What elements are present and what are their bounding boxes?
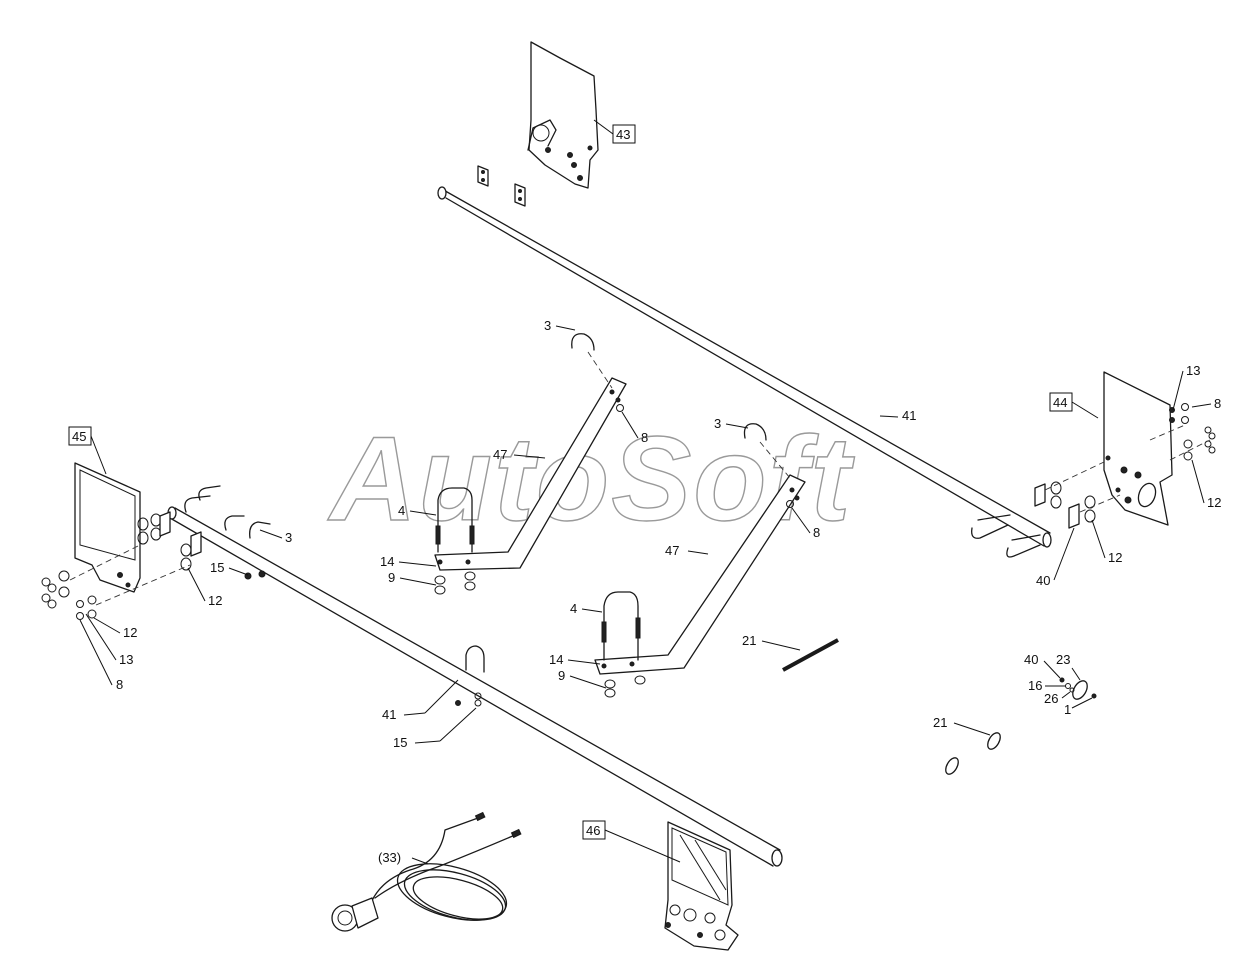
- callout-3: 3: [544, 318, 551, 333]
- svg-text:44: 44: [1053, 395, 1067, 410]
- lower-crossbar-tube: [167, 506, 783, 867]
- rod-21: [782, 638, 839, 672]
- u-bolt-41-lower: [455, 645, 485, 707]
- callout-43: 43: [593, 119, 636, 144]
- callout-3: 3: [285, 530, 292, 545]
- callout-9: 9: [558, 668, 565, 683]
- callout-12: 12: [208, 593, 222, 608]
- callout-12: 12: [1108, 550, 1122, 565]
- callout-14: 14: [380, 554, 394, 569]
- reflector-parts: [945, 677, 1097, 775]
- callout-3: 3: [714, 416, 721, 431]
- callout-8: 8: [1214, 396, 1221, 411]
- callout-15: 15: [393, 735, 407, 750]
- callout-8: 8: [116, 677, 123, 692]
- callout-13: 13: [1186, 363, 1200, 378]
- callout-15: 15: [210, 560, 224, 575]
- callout-8: 8: [813, 525, 820, 540]
- bracket-47-lower: [594, 423, 806, 698]
- mudflap-44: [971, 371, 1216, 558]
- callout-40: 40: [1036, 573, 1050, 588]
- callout-41: 41: [382, 707, 396, 722]
- callout-14: 14: [549, 652, 563, 667]
- callout-1: 1: [1064, 702, 1071, 717]
- callout-46: 46: [582, 820, 681, 863]
- callout-45: 45: [68, 426, 107, 475]
- callout-41: 41: [902, 408, 916, 423]
- callout-4: 4: [398, 503, 405, 518]
- svg-text:46: 46: [586, 823, 600, 838]
- callout-33: (33): [378, 850, 401, 865]
- callout-12: 12: [123, 625, 137, 640]
- callout-47: 47: [493, 447, 507, 462]
- callout-21: 21: [742, 633, 756, 648]
- callout-23: 23: [1056, 652, 1070, 667]
- upper-crossbar-tube: [437, 186, 1052, 548]
- mudflap-46: [664, 821, 739, 951]
- callout-21: 21: [933, 715, 947, 730]
- callout-47: 47: [665, 543, 679, 558]
- callout-13: 13: [119, 652, 133, 667]
- callout-16: 16: [1028, 678, 1042, 693]
- cable-harness-33: [331, 811, 522, 932]
- callout-8: 8: [641, 430, 648, 445]
- callout-44: 44: [1049, 392, 1099, 419]
- mudflap-43: [477, 41, 599, 207]
- callout-labels: 3 3 3 8 8 8 8 41 41 47 47 13 13 12 12 12…: [79, 318, 1221, 865]
- callout-26: 26: [1044, 691, 1058, 706]
- mudflap-45: [41, 462, 271, 620]
- callout-12: 12: [1207, 495, 1221, 510]
- svg-text:43: 43: [616, 127, 630, 142]
- callout-4: 4: [570, 601, 577, 616]
- callout-40: 40: [1024, 652, 1038, 667]
- callout-9: 9: [388, 570, 395, 585]
- bracket-47-upper: [434, 333, 627, 595]
- svg-text:45: 45: [72, 429, 86, 444]
